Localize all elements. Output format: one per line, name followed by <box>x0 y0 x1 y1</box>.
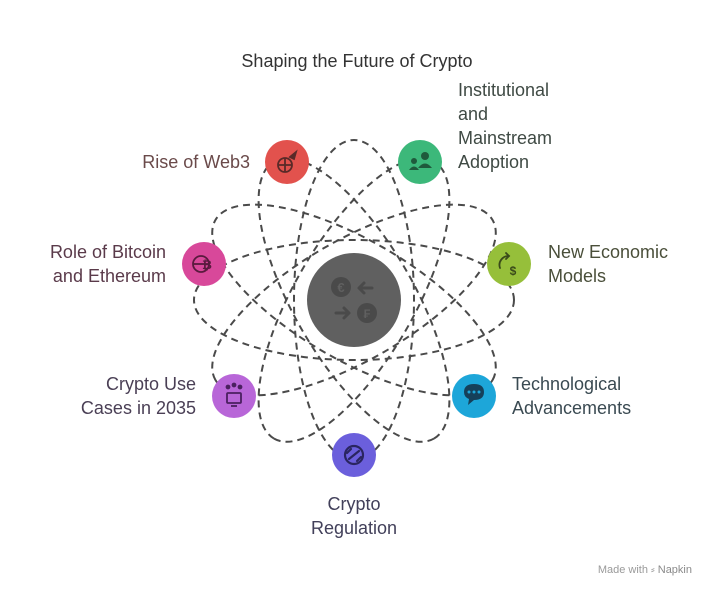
watermark-prefix: Made with <box>597 564 648 576</box>
watermark: Made with ⸗ Napkin <box>598 564 692 576</box>
label-line: Adoption <box>458 152 530 172</box>
screen-nodes-icon <box>225 382 243 407</box>
label-line: New Economic <box>548 242 669 262</box>
label-line: Rise of Web3 <box>142 152 250 172</box>
chat-bubble-icon <box>464 384 484 405</box>
label-line: Technological <box>512 374 622 394</box>
label-line: and <box>458 104 489 124</box>
diagram-title: Shaping the Future of Crypto <box>241 51 473 71</box>
label-role-of-bitcoin-ethereum: Role of Bitcoin and Ethereum <box>50 240 166 288</box>
watermark-brand: Napkin <box>657 564 692 576</box>
people-icon <box>409 152 432 170</box>
node-crypto-regulation <box>332 433 376 477</box>
link-icon <box>343 444 365 466</box>
orbit-ellipse-1 <box>193 239 515 361</box>
exchange-dollar-icon: $ <box>498 252 517 278</box>
currency-exchange-icon: € ₣ <box>331 277 377 323</box>
bitcoin-globe-icon: ₿ <box>192 255 212 273</box>
label-line: Institutional <box>458 80 550 100</box>
node-new-economic-models: $ <box>487 242 531 286</box>
node-rise-of-web3 <box>265 140 309 184</box>
label-line: and Ethereum <box>52 266 166 286</box>
center-hub: € ₣ <box>307 253 401 347</box>
center-circle <box>307 253 401 347</box>
svg-text:$: $ <box>510 264 517 278</box>
label-line: Role of Bitcoin <box>49 242 166 262</box>
label-line: Mainstream <box>458 128 553 148</box>
node-institutional-adoption <box>398 140 442 184</box>
label-line: Crypto <box>327 494 381 514</box>
label-rise-of-web3: Rise of Web3 <box>142 150 250 174</box>
svg-text:₿: ₿ <box>202 258 212 272</box>
svg-text:₣: ₣ <box>364 307 371 321</box>
label-line: Advancements <box>512 398 632 418</box>
label-line: Cases in 2035 <box>80 398 196 418</box>
label-line: Models <box>548 266 607 286</box>
label-line: Regulation <box>310 518 398 538</box>
napkin-logo-icon: ⸗ <box>651 564 655 576</box>
svg-text:€: € <box>337 280 344 295</box>
node-technological-advancements <box>452 374 496 418</box>
orbit-ellipse-6 <box>211 203 497 397</box>
globe-rocket-icon <box>277 149 298 173</box>
label-line: Crypto Use <box>105 374 196 394</box>
node-crypto-use-cases <box>212 374 256 418</box>
orbit-ellipse-2 <box>211 203 497 397</box>
node-role-of-bitcoin-ethereum: ₿ <box>182 242 226 286</box>
